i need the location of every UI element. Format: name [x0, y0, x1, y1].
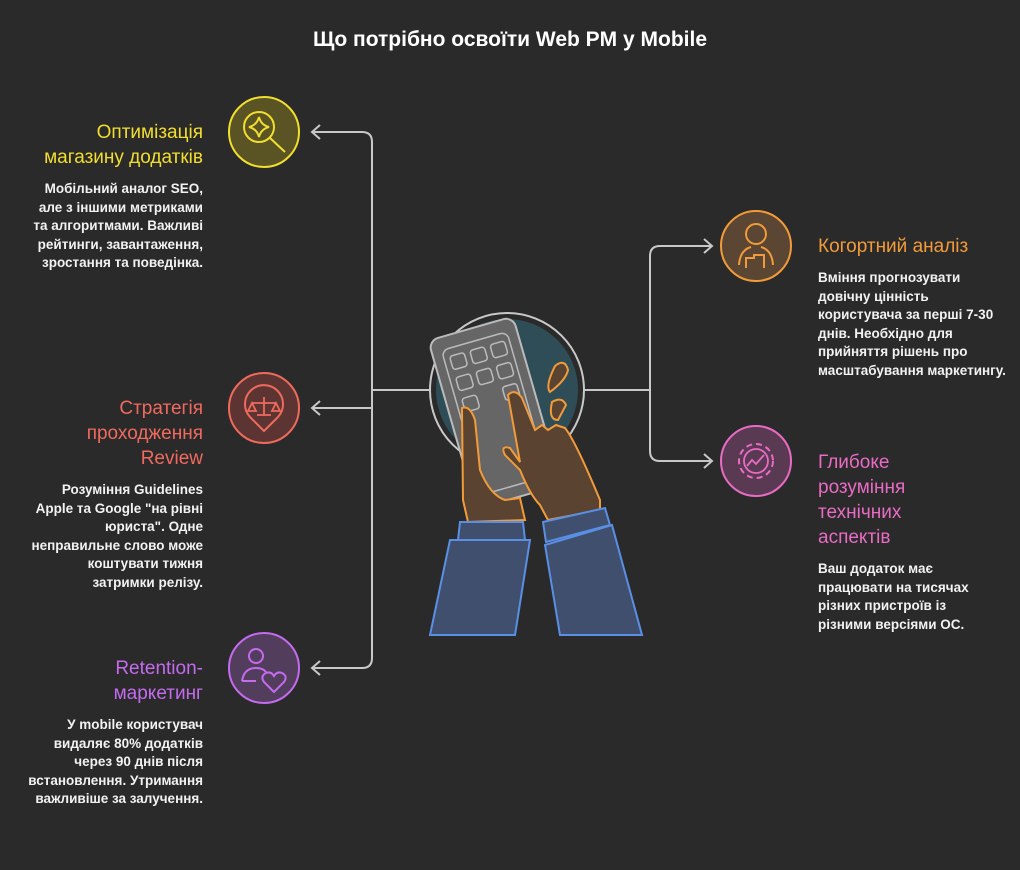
item-title: Retention-маркетинг: [113, 658, 203, 704]
item-description: Мобільний аналог SEO, але з іншими метри…: [33, 181, 203, 270]
diagram-title: Що потрібно освоїти Web PM у Mobile: [312, 28, 708, 51]
item-title: Стратегія проходження Review: [86, 398, 203, 469]
item-review-strategy: Стратегія проходження Review Розуміння G…: [28, 396, 203, 592]
item-cohort-analysis: Когортний аналіз Вміння прогнозувати дов…: [818, 234, 1008, 380]
item-title: Оптимізація магазину додатків: [44, 122, 203, 168]
magnifier-sparkle-icon: [228, 96, 300, 168]
item-app-store-optimization: Оптимізація магазину додатків Мобільний …: [28, 120, 203, 273]
item-description: Вміння прогнозувати довічну цінність кор…: [818, 270, 1006, 378]
item-retention-marketing: Retention-маркетинг У mobile користувач …: [28, 656, 203, 809]
item-title: Глибоке розуміння технічних аспектів: [818, 452, 906, 548]
item-description: Ваш додаток має працювати на тисячах різ…: [818, 561, 969, 632]
item-title: Когортний аналіз: [818, 236, 969, 257]
connectors: [310, 124, 714, 676]
gear-chart-icon: [720, 425, 792, 497]
user-chart-icon: [720, 210, 792, 282]
item-description: Розуміння Guidelines Apple та Google "на…: [31, 482, 203, 590]
item-description: У mobile користувач видаляє 80% додатків…: [28, 717, 203, 806]
user-heart-icon: [228, 632, 300, 704]
hand-phone-illustration: [428, 312, 644, 636]
scales-pin-icon: [228, 372, 300, 444]
item-technical-aspects: Глибоке розуміння технічних аспектів Ваш…: [818, 450, 969, 634]
